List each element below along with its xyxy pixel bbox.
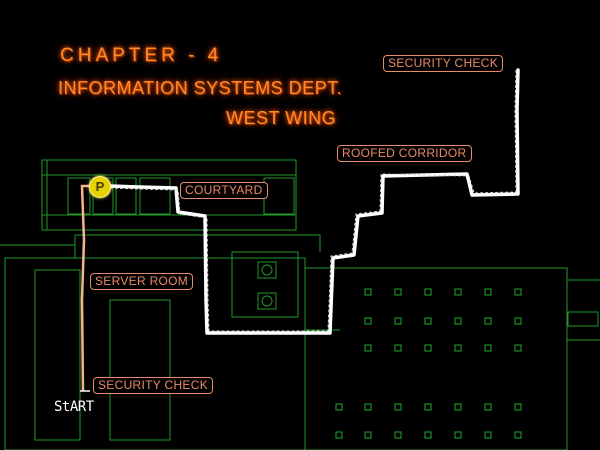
department-title: INFORMATION SYSTEMS DEPT. xyxy=(58,78,343,98)
east-building xyxy=(304,267,568,450)
route-path xyxy=(108,68,520,335)
security-check-bottom-label: SECURITY CHECK xyxy=(93,377,213,394)
courtyard-label: COURTYARD xyxy=(180,182,268,199)
save-point-icon[interactable]: P xyxy=(89,176,111,198)
security-check-top-label: SECURITY CHECK xyxy=(383,55,503,72)
roofed-corridor-label: ROOFED CORRIDOR xyxy=(337,145,472,162)
window-grid xyxy=(335,288,522,439)
wing-title: WEST WING xyxy=(226,108,337,128)
start-marker-label: StART xyxy=(54,399,94,415)
start-trail xyxy=(80,184,94,392)
server-room-label: SERVER ROOM xyxy=(90,273,194,290)
chapter-title: CHAPTER - 4 xyxy=(60,45,223,66)
courtyard-block xyxy=(231,251,299,318)
